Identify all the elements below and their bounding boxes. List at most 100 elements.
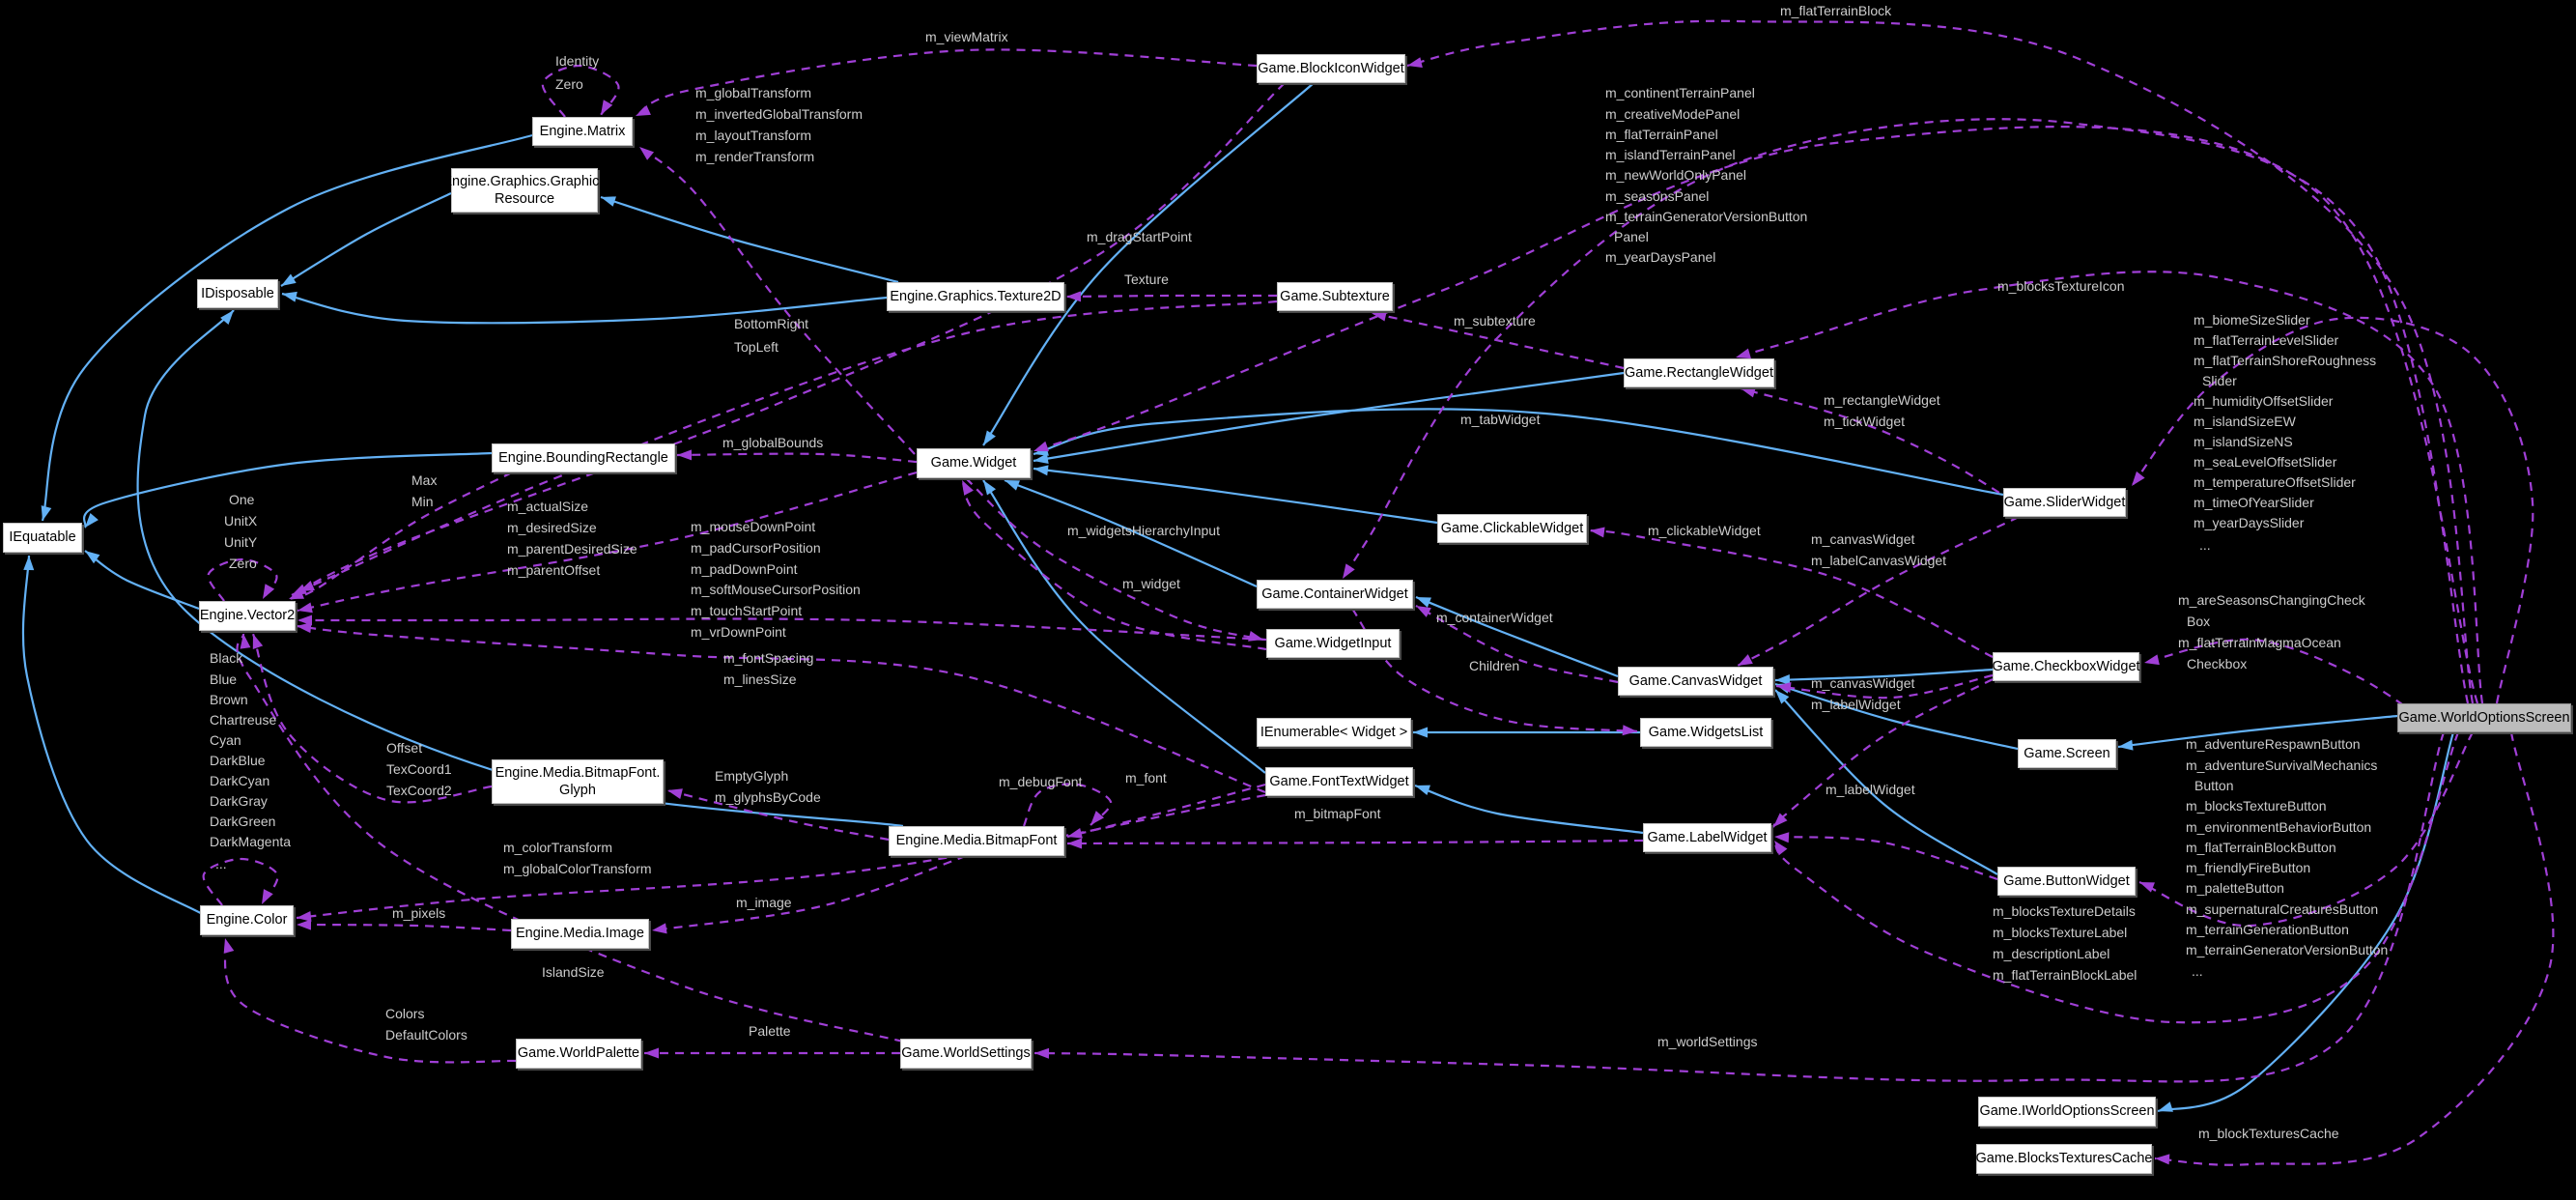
arrowhead-icon: [299, 580, 315, 591]
edge-label: m_blockTexturesCache: [2198, 1126, 2339, 1141]
arrowhead-icon: [297, 614, 312, 626]
class-node-canvas-widget[interactable]: Game.CanvasWidget: [1618, 667, 1773, 696]
class-node-graphics-resource[interactable]: Engine.Graphics.Graphics Resource: [442, 168, 607, 213]
class-node-rectangle-widget[interactable]: Game.RectangleWidget: [1624, 358, 1774, 387]
usage-edge: [1371, 311, 1625, 370]
arrowhead-icon: [1738, 654, 1753, 666]
usage-edge: [1773, 731, 2460, 1024]
arrowhead-icon: [1741, 386, 1756, 398]
class-node-vector2[interactable]: Engine.Vector2: [199, 601, 296, 631]
usage-edge: [666, 788, 890, 842]
edge-label: Max: [411, 472, 438, 488]
class-node-world-palette[interactable]: Game.WorldPalette: [516, 1039, 641, 1069]
arrowhead-icon: [2118, 739, 2134, 751]
edge-label: m_pixels: [392, 905, 446, 921]
usage-edge: [960, 479, 1267, 651]
arrowhead-icon: [983, 430, 996, 445]
arrowhead-icon: [1248, 631, 1263, 642]
edge-label: m_timeOfYearSlider: [2194, 495, 2314, 510]
class-node-widgets-list[interactable]: Game.WidgetsList: [1640, 718, 1771, 747]
class-node-blocks-textures-cache[interactable]: Game.BlocksTexturesCache: [1976, 1144, 2152, 1174]
class-node-subtexture[interactable]: Game.Subtexture: [1277, 282, 1393, 311]
edge-label: Min: [411, 494, 434, 509]
edge-label: m_terrainGenerationButton: [2186, 922, 2349, 937]
arrowhead-icon: [1775, 690, 1790, 704]
edge-label: m_invertedGlobalTransform: [695, 106, 863, 122]
arrowhead-icon: [677, 449, 693, 461]
arrowhead-icon: [1005, 480, 1020, 491]
arrowhead-icon: [1067, 838, 1083, 849]
edge-label: Colors: [385, 1006, 425, 1021]
class-node-iequatable[interactable]: IEquatable: [3, 523, 82, 553]
edge-label: m_padCursorPosition: [691, 540, 821, 556]
class-node-block-icon-widget[interactable]: Game.BlockIconWidget: [1257, 54, 1405, 83]
usage-edge: [236, 633, 904, 1043]
arrowhead-icon: [1590, 527, 1605, 538]
inheritance-edge: [1033, 371, 1625, 463]
edge-label: m_softMouseCursorPosition: [691, 582, 861, 597]
class-node-iworld-options-screen[interactable]: Game.IWorldOptionsScreen: [1978, 1097, 2156, 1127]
class-node-widget[interactable]: Game.Widget: [917, 448, 1031, 478]
arrowhead-icon: [220, 310, 234, 326]
usage-edge: [296, 923, 512, 932]
edge-label: m_subtexture: [1454, 313, 1536, 329]
usage-edge: [1737, 516, 2020, 667]
inheritance-edge: [1774, 682, 2019, 751]
edge-label: m_image: [736, 895, 792, 910]
class-node-widget-input[interactable]: Game.WidgetInput: [1266, 629, 1400, 658]
inheritance-edge: [600, 195, 899, 284]
arrowhead-icon: [23, 556, 35, 571]
class-node-color[interactable]: Engine.Color: [200, 905, 294, 935]
edge-label: m_globalColorTransform: [503, 861, 652, 876]
class-node-bounding-rectangle[interactable]: Engine.BoundingRectangle: [492, 443, 675, 472]
arrowhead-icon: [1372, 310, 1387, 322]
inheritance-edge: [41, 133, 533, 522]
edge-label: m_parentDesiredSize: [507, 541, 637, 557]
edge-label: m_blocksTextureButton: [2186, 798, 2327, 814]
inheritance-edge: [21, 555, 207, 917]
arrowhead-icon: [297, 602, 313, 614]
edge-label: ...: [215, 856, 227, 871]
arrowhead-icon: [601, 100, 613, 115]
class-node-image[interactable]: Engine.Media.Image: [511, 919, 649, 949]
edge-label: m_canvasWidget: [1811, 531, 1915, 547]
arrowhead-icon: [297, 622, 312, 634]
inheritance-edge: [280, 192, 452, 287]
arrowhead-icon: [1407, 57, 1423, 68]
edge-label: m_widget: [1122, 576, 1180, 591]
arrowhead-icon: [2155, 1154, 2170, 1165]
class-node-button-widget[interactable]: Game.ButtonWidget: [1997, 867, 2136, 896]
class-node-idisposable[interactable]: IDisposable: [197, 279, 278, 308]
class-node-label-widget[interactable]: Game.LabelWidget: [1643, 823, 1771, 852]
edge-label: m_actualSize: [507, 499, 589, 514]
edge-label: m_canvasWidget: [1811, 675, 1915, 691]
class-node-texture2d[interactable]: Engine.Graphics.Texture2D: [887, 282, 1064, 311]
class-node-world-settings[interactable]: Game.WorldSettings: [900, 1039, 1032, 1069]
class-node-ienumerable-widget[interactable]: IEnumerable< Widget >: [1257, 718, 1411, 747]
edge-label: Offset: [386, 740, 423, 756]
edge-label: m_flatTerrainShoreRoughness: [2194, 353, 2377, 368]
class-node-slider-widget[interactable]: Game.SliderWidget: [2003, 488, 2126, 517]
usage-edge: [1065, 294, 1278, 299]
class-node-glyph[interactable]: Engine.Media.BitmapFont. Glyph: [492, 759, 664, 804]
edge-label: m_tickWidget: [1824, 414, 1906, 429]
arrowhead-icon: [2139, 882, 2155, 893]
inheritance-edge: [982, 479, 1266, 774]
edge-label: m_padDownPoint: [691, 561, 798, 577]
edge-label: m_blocksTextureIcon: [1997, 278, 2125, 294]
class-node-matrix[interactable]: Engine.Matrix: [532, 117, 633, 146]
class-node-container-widget[interactable]: Game.ContainerWidget: [1257, 580, 1413, 609]
class-node-clickable-widget[interactable]: Game.ClickableWidget: [1437, 514, 1587, 543]
usage-edge: [1342, 118, 2470, 704]
edge-label: m_supernaturalCreaturesButton: [2186, 901, 2379, 917]
usage-edge: [1740, 386, 2039, 519]
class-node-font-text-widget[interactable]: Game.FontTextWidget: [1265, 767, 1413, 796]
usage-edge: [1415, 605, 1619, 684]
class-node-screen[interactable]: Game.Screen: [2018, 739, 2116, 768]
class-node-bitmap-font[interactable]: Engine.Media.BitmapFont: [889, 826, 1064, 856]
class-node-checkbox-widget[interactable]: Game.CheckboxWidget: [1992, 652, 2140, 681]
inheritance-edge: [2117, 714, 2398, 749]
edge-label: m_flatTerrainBlockButton: [2186, 840, 2336, 855]
